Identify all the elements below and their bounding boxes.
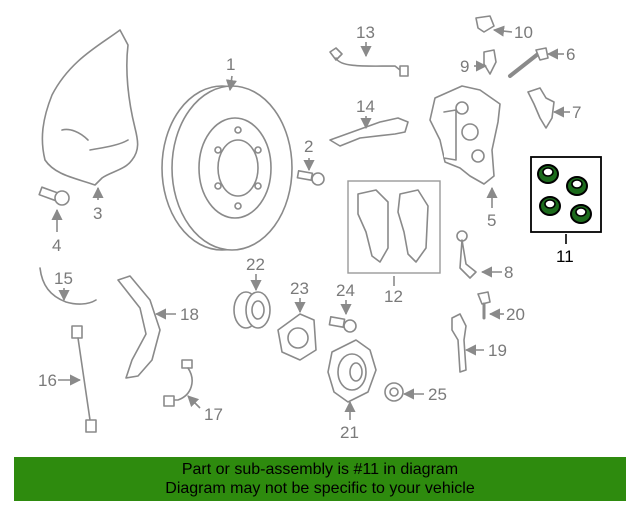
hose-bracket (117, 275, 161, 379)
callout-11: 11 (556, 247, 574, 266)
dust-plate (277, 313, 317, 361)
brake-rotor (161, 85, 293, 251)
callout-9: 9 (460, 57, 469, 76)
callout-labels: 1 2 3 4 5 6 7 8 9 10 11 12 13 14 15 16 1… (38, 23, 581, 442)
callout-8: 8 (504, 263, 513, 282)
callout-18: 18 (180, 305, 199, 324)
callout-13: 13 (356, 23, 375, 42)
abs-wire (39, 267, 97, 305)
callout-1: 1 (226, 55, 235, 74)
callout-17: 17 (204, 405, 223, 424)
callout-25: 25 (428, 385, 447, 404)
splash-shield (41, 29, 139, 186)
banner-line-2: Diagram may not be specific to your vehi… (165, 480, 475, 497)
axle-nut (384, 382, 404, 402)
callout-20: 20 (506, 305, 525, 324)
brake-caliper (429, 85, 501, 185)
sensor-bracket (456, 230, 477, 279)
shield-bolt (38, 186, 70, 206)
bleeder-valve (483, 49, 497, 75)
brake-hose (71, 325, 97, 433)
leader-lines (51, 25, 570, 420)
wheel-bearing (233, 291, 271, 329)
callout-3: 3 (93, 204, 102, 223)
hub-bolt (328, 316, 357, 333)
callout-5: 5 (487, 211, 496, 230)
callout-6: 6 (566, 45, 575, 64)
callout-10: 10 (514, 23, 533, 42)
callout-2: 2 (304, 137, 313, 156)
callout-19: 19 (488, 341, 507, 360)
wear-sensor-bracket (329, 117, 409, 147)
wear-sensor-upper (329, 47, 409, 77)
callout-24: 24 (336, 281, 355, 300)
pad-set-box (347, 180, 441, 274)
brake-pads (357, 189, 429, 263)
callout-12: 12 (384, 287, 403, 306)
callout-16: 16 (38, 371, 57, 390)
callout-4: 4 (52, 236, 61, 255)
wheel-hub (327, 339, 377, 403)
caliper-bolt (508, 47, 549, 78)
banner-line-1: Part or sub-assembly is #11 in diagram (181, 461, 459, 478)
callout-7: 7 (572, 103, 581, 122)
callout-22: 22 (246, 255, 265, 274)
speed-sensor (451, 313, 467, 373)
seal-kit-box (530, 156, 602, 233)
sensor-bolt (477, 291, 491, 320)
rotor-screw (296, 170, 325, 186)
callout-23: 23 (290, 279, 309, 298)
wear-sensor-lower (163, 359, 193, 407)
clip (475, 15, 495, 33)
caliper-seal-kit (537, 164, 592, 224)
anti-rattle-spring (527, 87, 555, 129)
callout-15: 15 (54, 269, 73, 288)
callout-14: 14 (356, 97, 375, 116)
info-banner: Part or sub-assembly is #11 in diagram D… (14, 457, 626, 501)
callout-21: 21 (340, 423, 359, 442)
